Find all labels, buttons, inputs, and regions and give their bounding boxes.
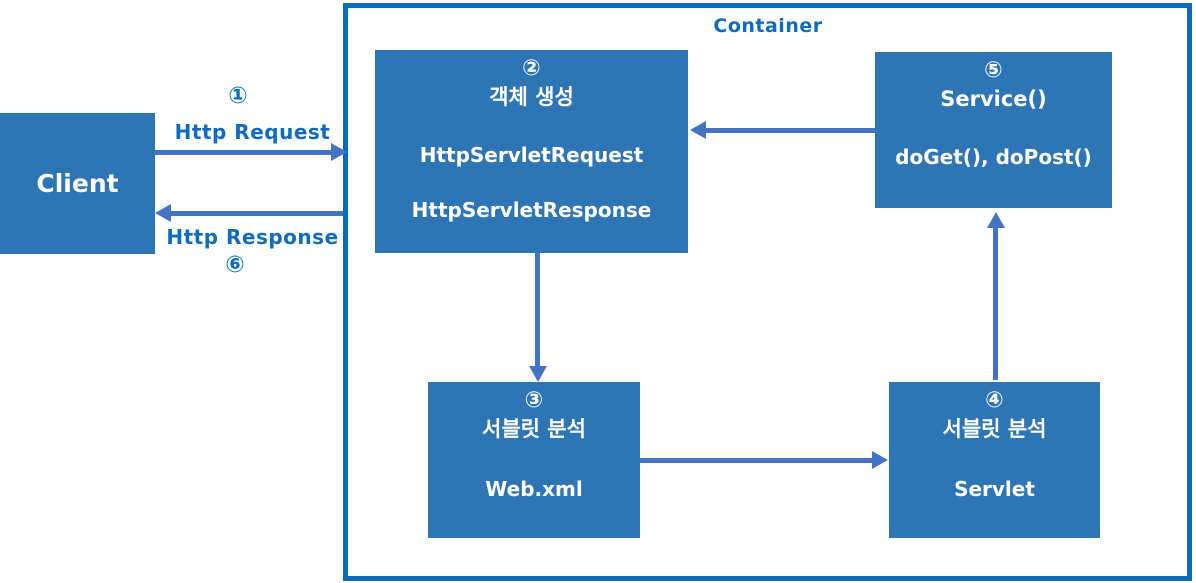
box-servlet-analysis-webxml: ③ 서블릿 분석 Web.xml [428,382,640,538]
box-servlet-analysis-servlet-number: ④ [985,388,1004,413]
arrow-http-response-head [155,204,171,222]
box-servlet-analysis-webxml-line1: Web.xml [485,477,583,501]
arrow-http-response-shaft [171,211,343,216]
client-label: Client [36,169,119,198]
arrow-webxml-to-servlet-shaft [640,458,872,463]
arrow-http-request-shaft [155,150,331,155]
arrow-servlet-to-service-head [987,212,1005,228]
http-request-label: Http Request [174,120,331,144]
box-servlet-analysis-webxml-title: 서블릿 분석 [482,417,586,441]
arrow-servlet-to-service-shaft [993,228,998,380]
http-response-label: Http Response [166,225,339,249]
box-servlet-analysis-servlet-title: 서블릿 분석 [942,417,1047,441]
box-servlet-analysis-servlet: ④ 서블릿 분석 Servlet [889,382,1100,538]
box-service: ⑤ Service() doGet(), doPost() [875,52,1112,208]
arrow-creation-to-webxml-head [529,366,547,382]
client-box: Client [0,113,155,254]
arrow-service-to-creation-head [690,121,706,139]
container-frame [343,3,1192,581]
arrow-service-to-creation-shaft [706,128,875,133]
box-servlet-analysis-servlet-line1: Servlet [954,477,1035,501]
box-object-creation-line1: HttpServletRequest [419,143,644,167]
container-label: Container [713,15,823,37]
arrow-webxml-to-servlet-head [872,451,888,469]
box-service-line1: doGet(), doPost() [895,145,1092,169]
box-service-number: ⑤ [984,58,1003,83]
box-object-creation-title: 객체 생성 [489,85,574,109]
response-step-number: ⑥ [225,252,245,278]
arrow-creation-to-webxml-shaft [535,253,540,366]
arrow-http-request-head [331,143,347,161]
box-servlet-analysis-webxml-number: ③ [524,388,544,413]
box-object-creation-line2: HttpServletResponse [411,198,652,222]
request-step-number: ① [228,83,248,109]
box-object-creation-number: ② [522,56,541,81]
box-service-title: Service() [940,87,1047,111]
box-object-creation: ② 객체 생성 HttpServletRequest HttpServletRe… [375,50,688,253]
